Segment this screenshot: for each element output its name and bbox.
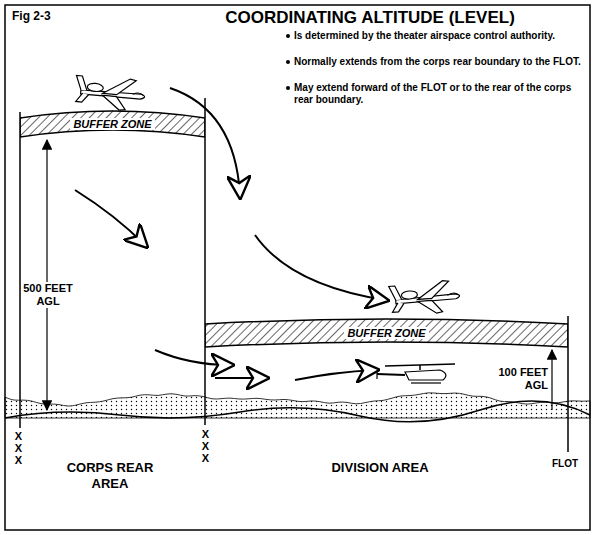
buffer-zone: BUFFER ZONE xyxy=(205,318,568,348)
bullet-note: May extend forward of the FLOT or to the… xyxy=(294,82,584,106)
zone-label: BUFFER ZONE xyxy=(344,327,428,339)
altitude-arrow xyxy=(46,140,47,410)
bullet xyxy=(286,34,290,38)
echelon-symbol: XXX xyxy=(200,428,211,464)
bullet-dots xyxy=(286,34,290,90)
division-boundary xyxy=(204,98,206,425)
aircraft xyxy=(389,280,461,317)
bullet-note: Is determined by the theater airspace co… xyxy=(294,30,584,42)
buffer-zone: BUFFER ZONE xyxy=(20,110,205,138)
echelon-symbol: XXX xyxy=(13,430,24,466)
figure-number: Fig 2-3 xyxy=(12,9,92,23)
altitude-arrow xyxy=(551,350,552,410)
area-label: DIVISION AREA xyxy=(300,460,460,476)
buffer-zone-band xyxy=(205,319,568,347)
frame xyxy=(5,5,590,530)
bullet xyxy=(286,60,290,64)
flot-label: FLOT xyxy=(540,458,590,470)
altitude-label: 500 FEET AGL xyxy=(22,282,74,308)
zone-label: BUFFER ZONE xyxy=(70,118,154,130)
helicopter xyxy=(377,364,455,383)
corps-rear-boundary xyxy=(19,112,21,428)
bullet xyxy=(286,86,290,90)
title: COORDINATING ALTITUDE (LEVEL) xyxy=(150,8,590,28)
buffer-zone-band xyxy=(20,111,205,137)
bullet-note: Normally extends from the corps rear bou… xyxy=(294,56,584,68)
vegetation xyxy=(5,393,590,418)
altitude-label: 100 FEET AGL xyxy=(492,366,548,392)
aircraft xyxy=(73,73,146,112)
area-label: CORPS REAR AREA xyxy=(55,460,165,491)
ground-line xyxy=(5,401,590,422)
